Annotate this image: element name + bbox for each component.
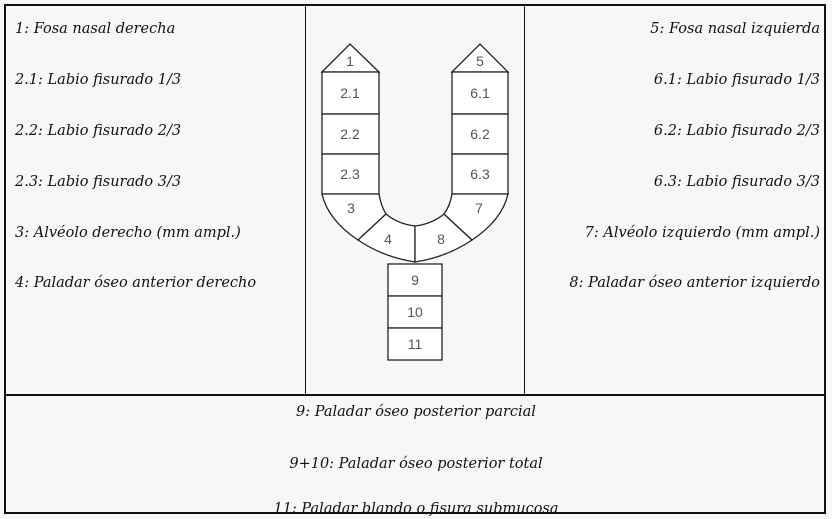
legend-item-6-1: 6.1: Labio fisurado 1/3	[653, 72, 820, 88]
segment-label-7: 7	[475, 200, 483, 216]
legend-item-6-2: 6.2: Labio fisurado 2/3	[653, 123, 820, 139]
legend-item-2-1: 2.1: Labio fisurado 1/3	[15, 72, 182, 88]
segment-6-1	[451, 71, 509, 115]
segment-label-11: 11	[408, 336, 423, 352]
segment-label-2-2: 2.2	[340, 126, 360, 142]
row-divider	[4, 394, 826, 396]
segment-label-8: 8	[437, 231, 445, 247]
legend-item-8: 8: Paladar óseo anterior izquierdo	[569, 275, 820, 291]
legend-item-5: 5: Fosa nasal izquierda	[650, 21, 820, 37]
outer-frame	[4, 4, 826, 514]
segment-label-10: 10	[407, 304, 423, 320]
segment-label-4: 4	[384, 231, 392, 247]
segment-label-6-1: 6.1	[470, 85, 490, 101]
segment-label-1: 1	[346, 53, 354, 69]
segment-2-3	[321, 153, 380, 195]
legend-item-7: 7: Alvéolo izquierdo (mm ampl.)	[584, 225, 820, 241]
legend-item-3: 3: Alvéolo derecho (mm ampl.)	[15, 225, 241, 241]
column-divider-right	[524, 4, 525, 396]
legend-item-1: 1: Fosa nasal derecha	[15, 21, 176, 37]
segment-6-2	[451, 113, 509, 155]
segment-7-alveolus-left	[443, 193, 509, 241]
segment-label-9: 9	[411, 272, 419, 288]
column-divider-left	[305, 4, 306, 396]
legend-item-9-10: 9+10: Paladar óseo posterior total	[289, 456, 543, 472]
segment-label-5: 5	[476, 53, 484, 69]
segment-11	[387, 327, 443, 361]
legend-item-2-3: 2.3: Labio fisurado 3/3	[15, 174, 182, 190]
legend-item-11: 11: Paladar blando o fisura submucosa	[273, 501, 559, 517]
legend-item-2-2: 2.2: Labio fisurado 2/3	[15, 123, 182, 139]
legend-item-9: 9: Paladar óseo posterior parcial	[296, 404, 536, 420]
segment-label-3: 3	[347, 200, 355, 216]
segment-6-3	[451, 153, 509, 195]
segment-label-6-2: 6.2	[470, 126, 490, 142]
segment-label-6-3: 6.3	[470, 166, 490, 182]
segment-label-2-1: 2.1	[340, 85, 360, 101]
legend-item-6-3: 6.3: Labio fisurado 3/3	[653, 174, 820, 190]
segment-label-2-3: 2.3	[340, 166, 360, 182]
legend-item-4: 4: Paladar óseo anterior derecho	[15, 275, 257, 291]
